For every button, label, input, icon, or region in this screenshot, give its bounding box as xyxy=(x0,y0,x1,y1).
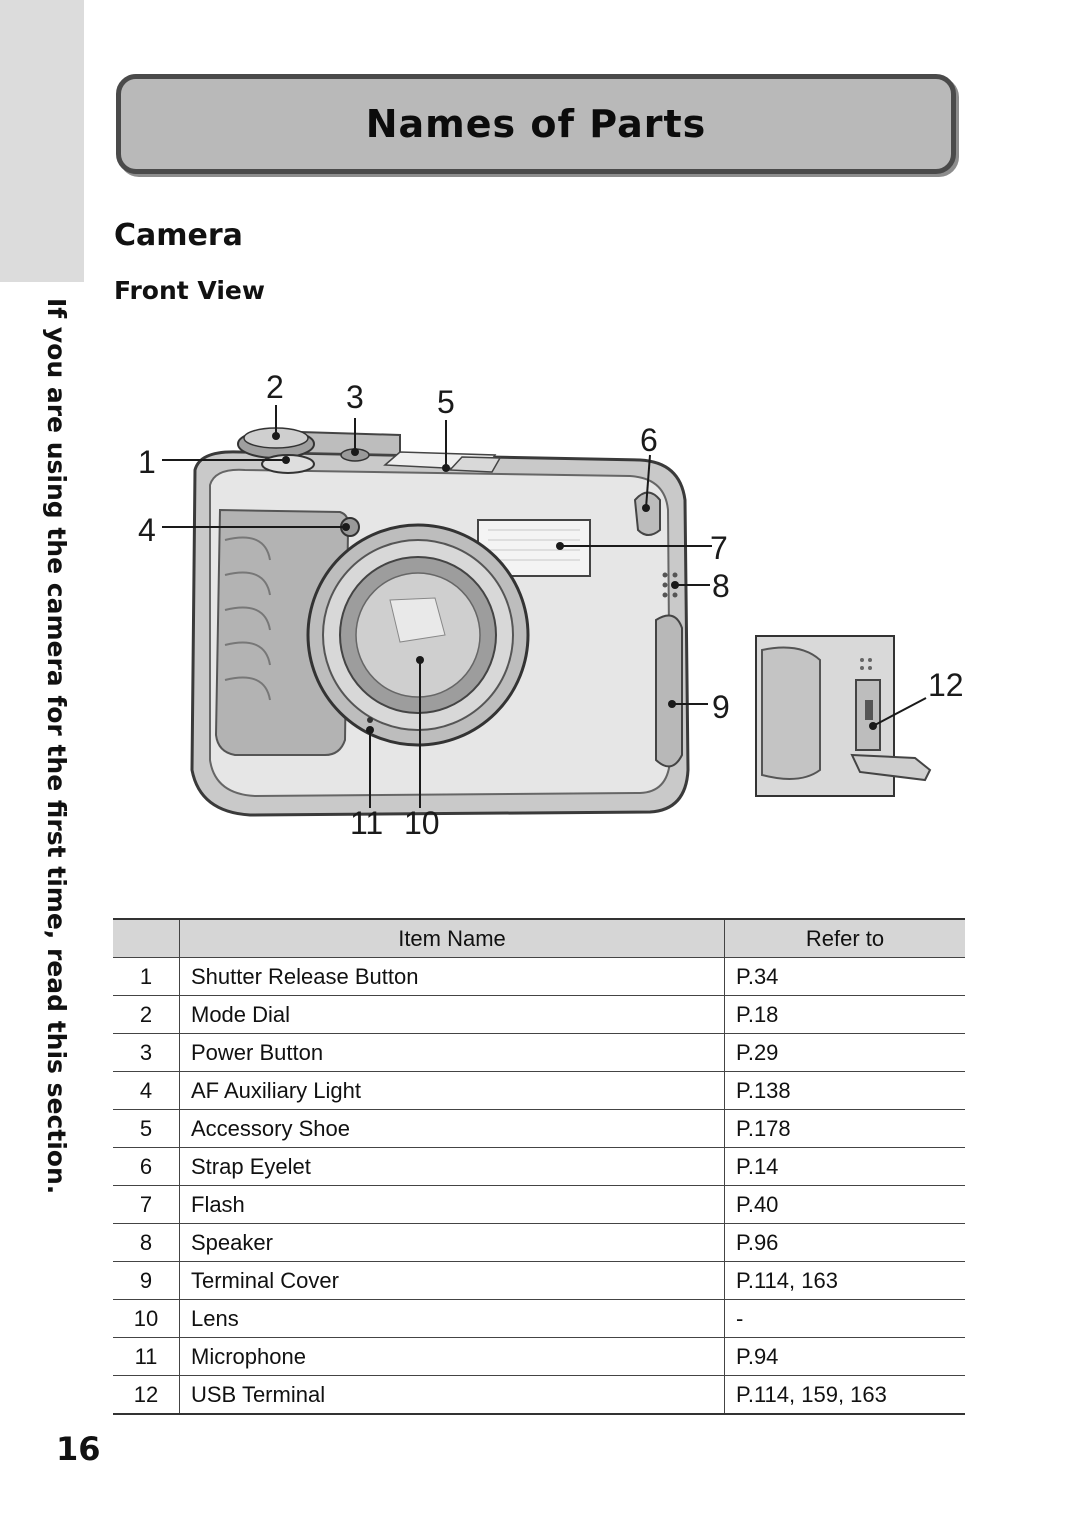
callout-11: 11 xyxy=(350,805,383,841)
row-refer-to: P.114, 159, 163 xyxy=(724,1375,965,1415)
row-item-name: AF Auxiliary Light xyxy=(179,1071,725,1110)
callout-lines xyxy=(162,405,927,808)
page-number: 16 xyxy=(56,1430,101,1468)
row-refer-to: P.178 xyxy=(724,1109,965,1148)
row-refer-to: P.18 xyxy=(724,995,965,1034)
row-refer-to: P.96 xyxy=(724,1223,965,1262)
row-refer-to: P.114, 163 xyxy=(724,1261,965,1300)
side-note: If you are using the camera for the firs… xyxy=(42,298,71,1195)
row-number: 10 xyxy=(113,1299,180,1338)
row-item-name: Terminal Cover xyxy=(179,1261,725,1300)
callout-3: 3 xyxy=(346,379,364,415)
row-refer-to: P.94 xyxy=(724,1337,965,1376)
header-item-name: Item Name xyxy=(179,918,725,958)
callout-1: 1 xyxy=(138,444,156,480)
row-refer-to: - xyxy=(724,1299,965,1338)
table-header-row: Item Name Refer to xyxy=(113,918,965,958)
row-number: 12 xyxy=(113,1375,180,1415)
row-item-name: Mode Dial xyxy=(179,995,725,1034)
page-title: Names of Parts xyxy=(365,102,707,146)
row-refer-to: P.40 xyxy=(724,1185,965,1224)
subsection-heading: Front View xyxy=(114,276,265,305)
callout-dots xyxy=(272,432,877,734)
row-number: 8 xyxy=(113,1223,180,1262)
callout-2: 2 xyxy=(266,369,284,405)
callout-12: 12 xyxy=(928,667,964,703)
row-number: 11 xyxy=(113,1337,180,1376)
row-item-name: Accessory Shoe xyxy=(179,1109,725,1148)
row-item-name: Lens xyxy=(179,1299,725,1338)
callout-8: 8 xyxy=(712,568,730,604)
callout-4: 4 xyxy=(138,512,156,548)
row-number: 2 xyxy=(113,995,180,1034)
row-number: 4 xyxy=(113,1071,180,1110)
row-number: 6 xyxy=(113,1147,180,1186)
header-refer-to: Refer to xyxy=(724,918,965,958)
row-item-name: Shutter Release Button xyxy=(179,957,725,996)
row-number: 7 xyxy=(113,1185,180,1224)
title-banner: Names of Parts xyxy=(116,74,956,174)
row-item-name: Speaker xyxy=(179,1223,725,1262)
header-number xyxy=(113,918,180,958)
row-refer-to: P.138 xyxy=(724,1071,965,1110)
callout-9: 9 xyxy=(712,689,730,725)
row-number: 1 xyxy=(113,957,180,996)
row-number: 5 xyxy=(113,1109,180,1148)
row-number: 3 xyxy=(113,1033,180,1072)
callout-5: 5 xyxy=(437,384,455,420)
row-refer-to: P.34 xyxy=(724,957,965,996)
callout-10: 10 xyxy=(404,805,440,841)
callout-6: 6 xyxy=(640,422,658,458)
row-number: 9 xyxy=(113,1261,180,1300)
row-item-name: Power Button xyxy=(179,1033,725,1072)
row-item-name: USB Terminal xyxy=(179,1375,725,1415)
row-refer-to: P.29 xyxy=(724,1033,965,1072)
row-item-name: Microphone xyxy=(179,1337,725,1376)
row-item-name: Flash xyxy=(179,1185,725,1224)
row-refer-to: P.14 xyxy=(724,1147,965,1186)
section-tab xyxy=(0,0,84,282)
section-heading: Camera xyxy=(114,218,243,253)
camera-illustration xyxy=(190,427,690,817)
callout-7: 7 xyxy=(710,530,728,566)
camera-front-view-figure: 1 2 3 4 5 6 7 8 9 10 11 12 xyxy=(138,369,964,841)
camera-side-view-inset xyxy=(755,635,932,797)
row-item-name: Strap Eyelet xyxy=(179,1147,725,1186)
